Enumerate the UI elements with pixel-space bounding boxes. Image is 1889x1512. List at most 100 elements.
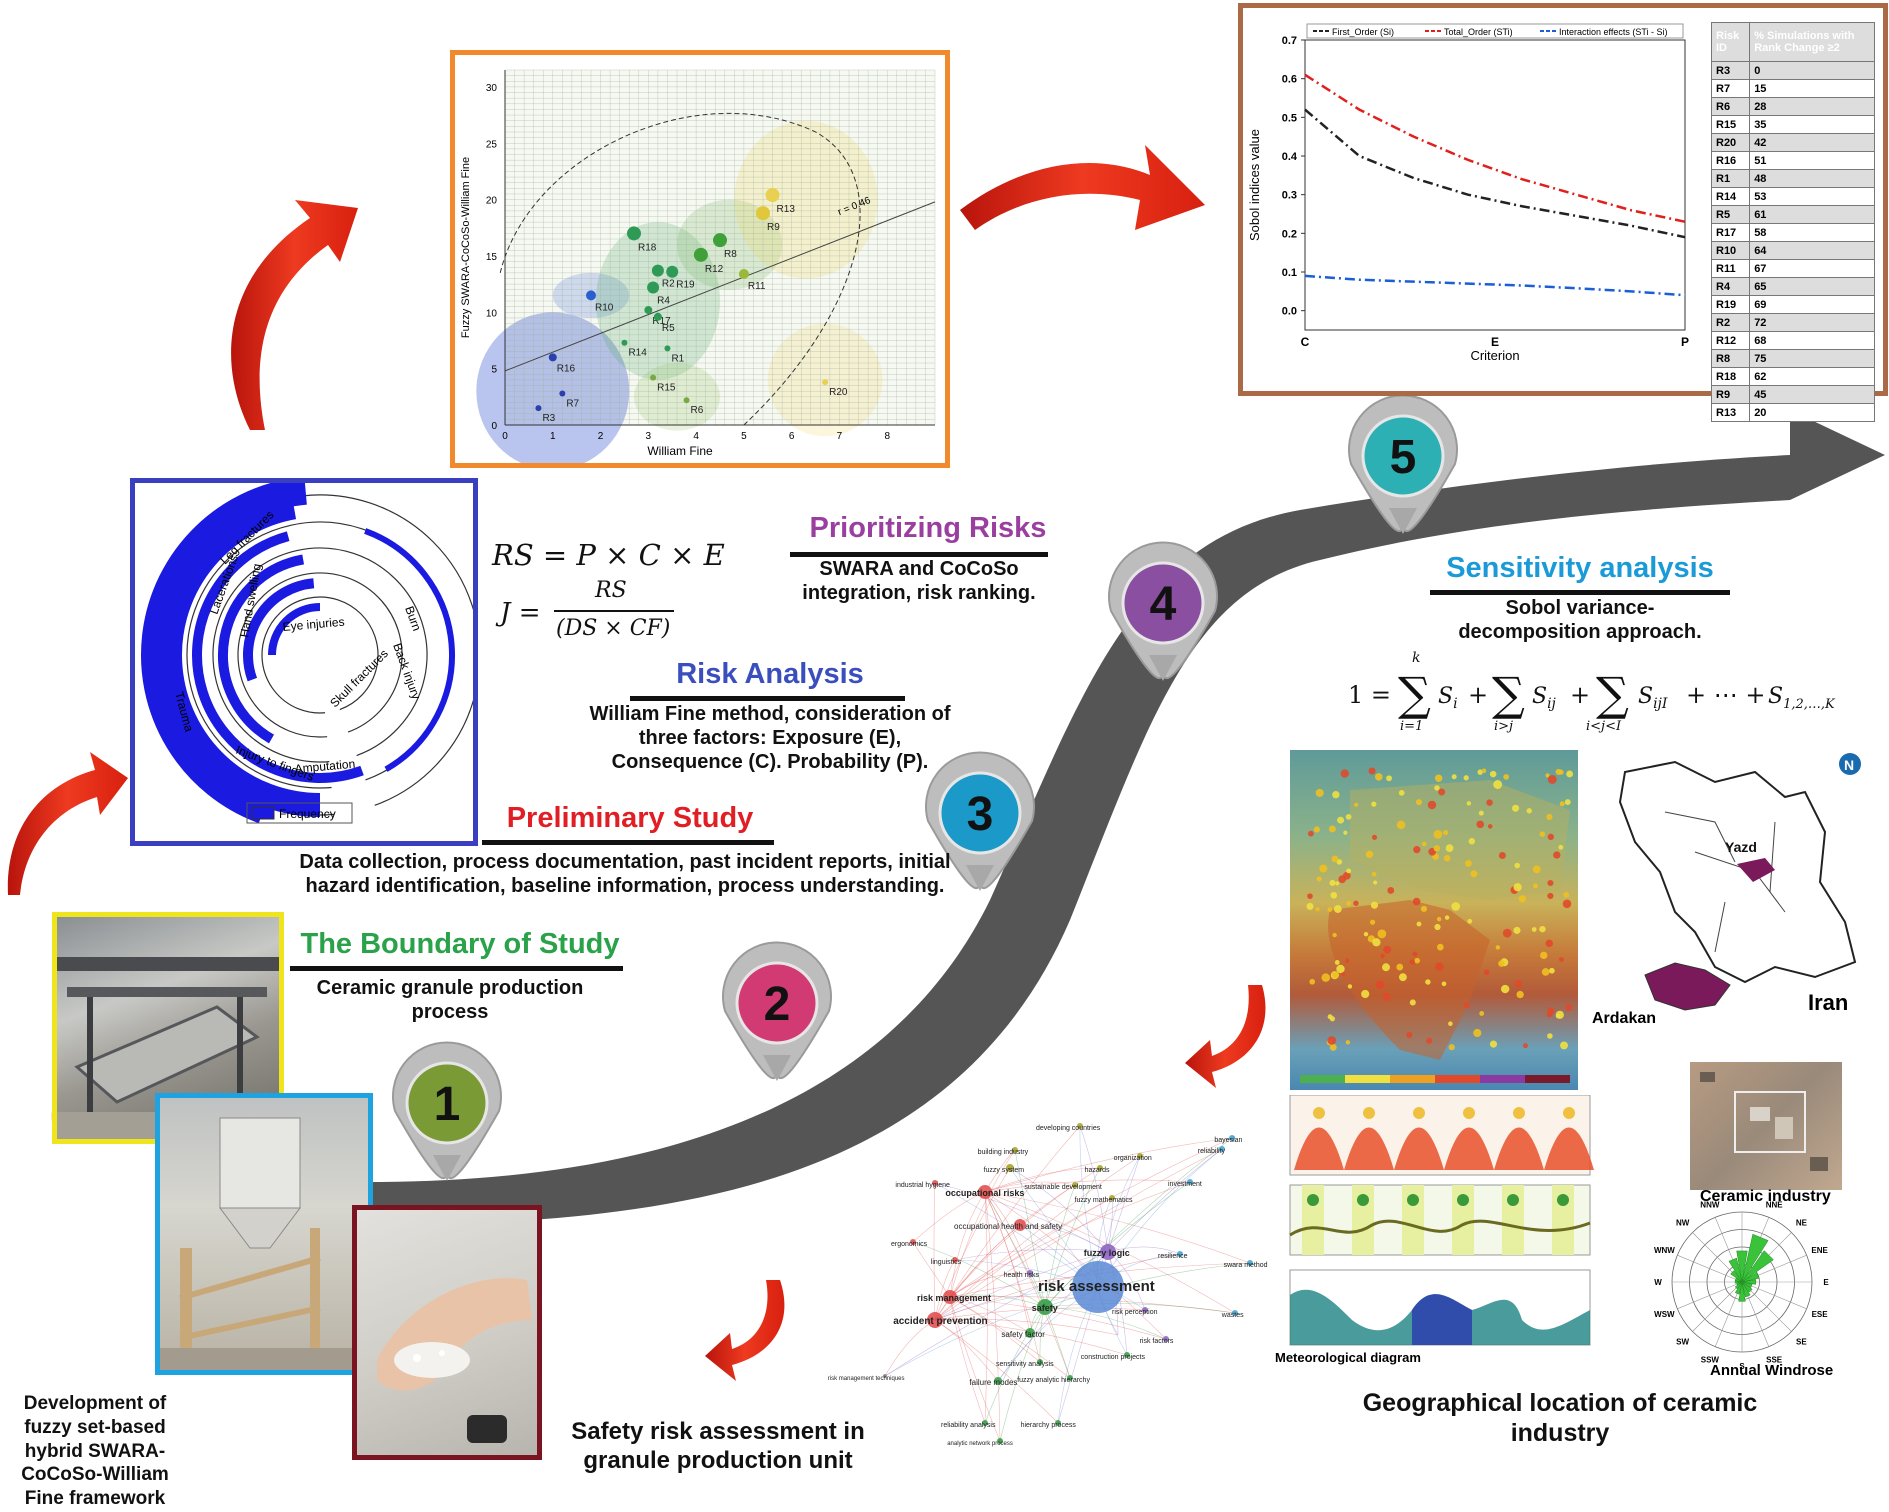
- windrose-label: Annual Windrose: [1710, 1362, 1834, 1379]
- aq-station-dot: [1382, 992, 1391, 1001]
- boundary-title: The Boundary of Study: [300, 928, 620, 960]
- sun-icon: [1563, 1107, 1575, 1119]
- aq-station-dot: [1522, 1043, 1528, 1049]
- windrose-petal-SSE: [1741, 1281, 1751, 1298]
- aq-station-dot: [1451, 902, 1461, 911]
- aq-station-dot: [1565, 1004, 1573, 1011]
- sun-icon: [1513, 1107, 1525, 1119]
- aq-station-dot: [1396, 820, 1406, 830]
- aq-station-dot: [1380, 953, 1385, 959]
- aq-station-dot: [1409, 959, 1415, 965]
- y-tick-label: 0.2: [1282, 228, 1297, 240]
- term-si: Si: [1438, 684, 1458, 712]
- y-tick-label: 0.7: [1282, 35, 1297, 47]
- aq-station-dot: [1369, 919, 1376, 925]
- aq-station-dot: [1414, 957, 1421, 964]
- point-label-R5: R5: [662, 323, 675, 334]
- term-sij: Sij: [1532, 684, 1557, 712]
- preliminary-underline: [482, 840, 774, 845]
- wind-band: [1302, 1185, 1324, 1255]
- aq-station-dot: [1345, 1040, 1351, 1045]
- windrose-petal-NW: [1730, 1270, 1743, 1283]
- temperature-wave: [1294, 1127, 1344, 1170]
- windrose-petal-SE: [1741, 1281, 1753, 1293]
- risk-id-cell: R10: [1710, 241, 1751, 260]
- risk-id-cell: R13: [1710, 403, 1751, 422]
- aq-station-dot: [1473, 1028, 1482, 1038]
- point-label-R18: R18: [638, 242, 657, 253]
- aq-station-dot: [1420, 905, 1428, 912]
- preliminary-study-title: Preliminary Study: [506, 802, 754, 834]
- regression-line: [504, 201, 936, 372]
- windrose-dir-label: NNW: [1700, 1200, 1720, 1209]
- risk-id-cell: R15: [1710, 115, 1751, 134]
- x-axis-label: William Fine: [647, 444, 713, 458]
- x-tick-label: 1: [550, 431, 556, 442]
- scatter-point-R17: [644, 306, 653, 315]
- wind-icon: [1407, 1194, 1419, 1206]
- point-label-R10: R10: [595, 302, 614, 313]
- legend-swatch: [251, 806, 275, 820]
- aq-station-dot: [1498, 960, 1505, 967]
- aq-station-dot: [1539, 831, 1546, 837]
- windrose-spoke: [1692, 1281, 1743, 1332]
- aq-station-dot: [1372, 938, 1381, 947]
- aq-station-dot: [1416, 921, 1422, 927]
- x-tick-label: C: [1301, 335, 1310, 349]
- aq-station-dot: [1540, 951, 1548, 960]
- risk-id-cell: R6: [1710, 97, 1751, 116]
- windrose-petal-ESE: [1741, 1281, 1753, 1288]
- aq-station-dot: [1345, 814, 1352, 820]
- scatter-point-R15: [650, 374, 657, 381]
- y-tick-label: 10: [486, 308, 498, 319]
- temperature-wave: [1444, 1127, 1494, 1170]
- aq-station-dot: [1383, 945, 1392, 954]
- sensitivity-analysis-title: Sensitivity analysis: [1446, 552, 1714, 584]
- aq-station-dot: [1328, 825, 1336, 833]
- prioritizing-risks-title: Prioritizing Risks: [809, 512, 1047, 544]
- wind-band: [1402, 1185, 1424, 1255]
- aq-station-dot: [1489, 1040, 1498, 1048]
- point-label-R6: R6: [691, 405, 704, 416]
- rank-change-cell: 45: [1749, 385, 1875, 404]
- rank-change-cell: 69: [1749, 295, 1875, 314]
- point-label-R15: R15: [657, 383, 676, 394]
- radial-bar-0: [158, 495, 321, 817]
- risk-id-cell: R2: [1710, 313, 1751, 332]
- point-label-R9: R9: [767, 222, 780, 233]
- aq-station-dot: [1343, 830, 1348, 835]
- y-tick-label: 15: [486, 252, 498, 263]
- aq-legend-swatch: [1480, 1075, 1525, 1083]
- windrose-dir-label: WNW: [1654, 1246, 1675, 1255]
- sum-1-lower: i=1: [1400, 719, 1423, 734]
- x-tick-label: 8: [884, 431, 890, 442]
- y-tick-label: 0.6: [1282, 74, 1297, 86]
- aq-station-dot: [1487, 824, 1493, 829]
- aq-station-dot: [1433, 830, 1443, 839]
- sum-2: ∑: [1492, 667, 1525, 721]
- ardakan-map: [1644, 962, 1731, 1011]
- aq-station-dot: [1562, 899, 1572, 909]
- fraction-bar: [554, 610, 674, 612]
- windrose-spoke: [1677, 1254, 1743, 1283]
- windrose-petal-NNE: [1741, 1233, 1769, 1283]
- wind-band: [1502, 1185, 1524, 1255]
- radial-bar-burn: [364, 528, 455, 772]
- y-tick-label: 0.4: [1282, 151, 1298, 163]
- windrose-dir-label: SE: [1796, 1337, 1807, 1346]
- aq-station-dot: [1330, 891, 1338, 899]
- aq-station-dot: [1558, 844, 1564, 850]
- aq-station-dot: [1448, 1044, 1455, 1051]
- windrose-dir-label: NE: [1796, 1219, 1808, 1228]
- aq-station-dot: [1365, 850, 1374, 859]
- iran-label: Iran: [1808, 990, 1849, 1015]
- aq-station-dot: [1387, 887, 1395, 894]
- humidity-dry: [1412, 1294, 1472, 1345]
- rank-change-cell: 28: [1749, 97, 1875, 116]
- aq-station-dot: [1382, 963, 1390, 972]
- aq-station-dot: [1559, 801, 1565, 807]
- wind-band: [1452, 1185, 1474, 1255]
- x-tick-label: P: [1681, 335, 1689, 349]
- aq-station-dot: [1547, 879, 1554, 887]
